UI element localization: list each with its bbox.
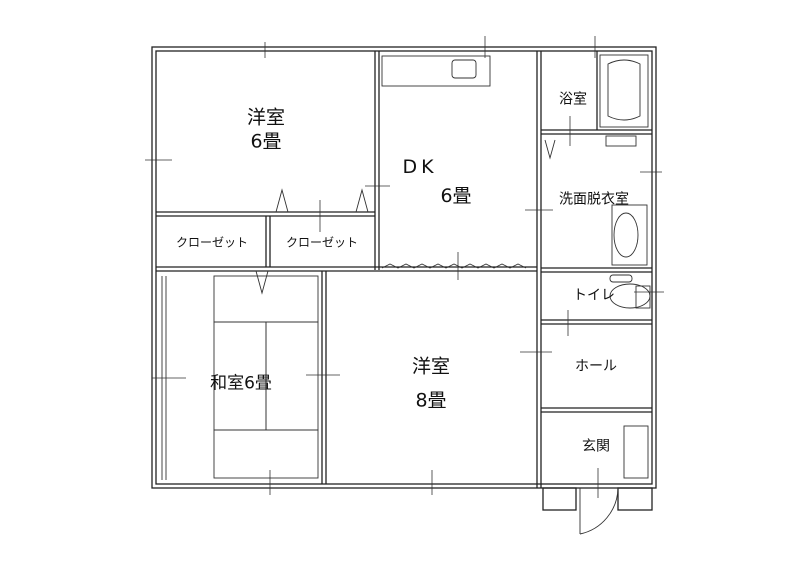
kitchen-counter [381, 55, 491, 87]
bathroom-label: 浴室 [559, 91, 587, 108]
entrance-label: 玄関 [582, 438, 610, 455]
washroom-label: 洗面脱衣室 [559, 191, 629, 208]
interior-walls [156, 51, 652, 488]
room-name: 洋室 [411, 355, 451, 378]
entrance-door [542, 487, 653, 535]
door-markings [255, 139, 556, 295]
room-name: 洋室 [246, 106, 286, 129]
dk-name: DK [402, 156, 438, 179]
toilet-label: トイレ [573, 287, 615, 304]
shoe-cabinet [623, 425, 649, 479]
wash-basin [605, 135, 648, 266]
closet-2-label: クローゼット [285, 235, 359, 250]
bathtub [599, 54, 649, 128]
room-size: 6畳 [250, 130, 282, 152]
dimension-ticks [145, 36, 664, 498]
closet-1-label: クローゼット [175, 235, 249, 250]
japanese-room-label: 和室6畳 [210, 373, 272, 394]
toilet-fixture [609, 274, 651, 309]
western-room-1-label: 洋室 6畳 [247, 106, 285, 154]
western-room-2-label: 洋室 8畳 [412, 355, 450, 413]
room-size: 8畳 [415, 389, 447, 411]
hall-label: ホール [575, 358, 617, 375]
dk-size: 6畳 [440, 185, 472, 208]
